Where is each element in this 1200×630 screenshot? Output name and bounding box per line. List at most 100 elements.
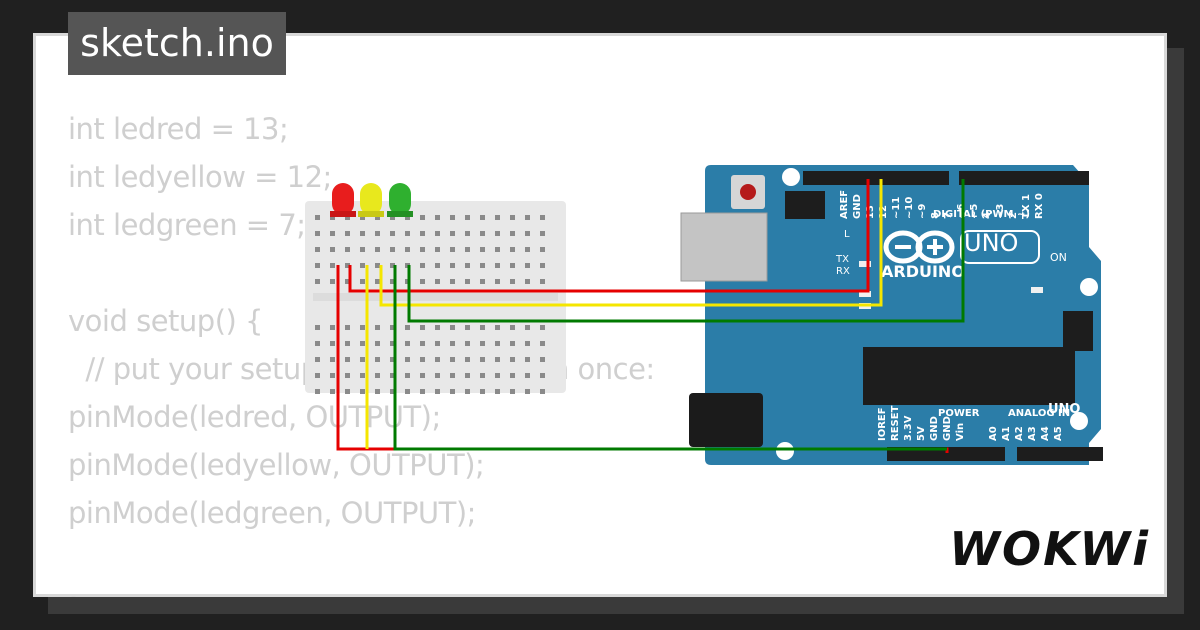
breadboard-hole <box>540 279 545 284</box>
breadboard-hole <box>510 247 515 252</box>
mount-hole <box>782 168 800 186</box>
code-line: pinMode(ledred, OUTPUT); <box>68 400 441 434</box>
breadboard-hole <box>420 357 425 362</box>
analog-label: ANALOG IN <box>1008 408 1070 419</box>
led-green <box>387 183 413 217</box>
pin-label: 12 <box>878 205 889 219</box>
pin-label: 8 <box>930 212 941 219</box>
breadboard-hole <box>480 357 485 362</box>
breadboard-hole <box>390 231 395 236</box>
pin-label: IOREF <box>877 407 888 441</box>
breadboard-hole <box>435 247 440 252</box>
breadboard-hole <box>345 389 350 394</box>
breadboard-hole <box>360 389 365 394</box>
breadboard-hole <box>330 325 335 330</box>
breadboard-hole <box>510 325 515 330</box>
breadboard-hole <box>420 279 425 284</box>
breadboard-hole <box>435 215 440 220</box>
breadboard-hole <box>345 325 350 330</box>
breadboard-hole <box>375 325 380 330</box>
breadboard-hole <box>435 373 440 378</box>
pin-label: GND <box>942 416 953 441</box>
breadboard-hole <box>480 341 485 346</box>
breadboard-hole <box>330 215 335 220</box>
code-line: int ledgreen = 7; <box>68 208 306 242</box>
breadboard-hole <box>435 263 440 268</box>
pin-label: A5 <box>1053 426 1064 441</box>
breadboard-hole <box>495 263 500 268</box>
breadboard-hole <box>420 215 425 220</box>
breadboard-hole <box>390 357 395 362</box>
breadboard-hole <box>315 325 320 330</box>
tx-label: TX <box>835 254 849 265</box>
pin-label: GND <box>929 416 940 441</box>
mount-hole <box>1080 278 1098 296</box>
breadboard-hole <box>315 357 320 362</box>
pin-label: A1 <box>1001 426 1012 441</box>
breadboard <box>305 201 566 394</box>
preview-card: int ledred = 13;int ledyellow = 12;int l… <box>33 33 1167 597</box>
tx-led <box>859 291 871 297</box>
breadboard-hole <box>465 389 470 394</box>
breadboard-hole <box>375 389 380 394</box>
breadboard-hole <box>435 389 440 394</box>
breadboard-hole <box>525 341 530 346</box>
breadboard-hole <box>315 373 320 378</box>
code-line: } <box>68 585 655 597</box>
breadboard-hole <box>360 215 365 220</box>
breadboard-hole <box>480 279 485 284</box>
breadboard-hole <box>315 279 320 284</box>
mount-hole <box>1070 412 1088 430</box>
breadboard-hole <box>345 373 350 378</box>
breadboard-hole <box>315 389 320 394</box>
l-label: L <box>844 229 850 240</box>
rx-label: RX <box>836 266 850 277</box>
breadboard-hole <box>465 247 470 252</box>
breadboard-hole <box>465 279 470 284</box>
breadboard-hole <box>420 247 425 252</box>
breadboard-hole <box>330 357 335 362</box>
breadboard-hole <box>420 389 425 394</box>
pin-label: 2 <box>1008 212 1019 219</box>
breadboard-hole <box>435 341 440 346</box>
breadboard-hole <box>345 263 350 268</box>
pin-label: 5V <box>916 426 927 441</box>
breadboard-hole <box>390 263 395 268</box>
breadboard-hole <box>405 341 410 346</box>
breadboard-hole <box>360 357 365 362</box>
breadboard-hole <box>510 263 515 268</box>
breadboard-hole <box>330 231 335 236</box>
breadboard-hole <box>405 389 410 394</box>
breadboard-hole <box>495 325 500 330</box>
breadboard-hole <box>480 325 485 330</box>
breadboard-hole <box>345 341 350 346</box>
breadboard-hole <box>315 341 320 346</box>
pin-label: ~5 <box>969 204 980 219</box>
icsp-header-top <box>785 191 825 219</box>
breadboard-hole <box>345 247 350 252</box>
breadboard-hole <box>450 341 455 346</box>
breadboard-hole <box>375 357 380 362</box>
breadboard-hole <box>390 373 395 378</box>
code-line: int ledyellow = 12; <box>68 160 332 194</box>
pin-label: 3.3V <box>903 415 914 441</box>
breadboard-hole <box>390 215 395 220</box>
atmega-chip <box>863 347 1075 405</box>
analog-header <box>1017 447 1103 461</box>
breadboard-hole <box>375 373 380 378</box>
breadboard-hole <box>345 357 350 362</box>
breadboard-hole <box>450 231 455 236</box>
power-label: POWER <box>938 408 980 419</box>
breadboard-hole <box>375 263 380 268</box>
breadboard-hole <box>435 357 440 362</box>
breadboard-hole <box>450 263 455 268</box>
breadboard-hole <box>525 279 530 284</box>
breadboard-hole <box>330 279 335 284</box>
breadboard-hole <box>330 389 335 394</box>
uno-title: UNO <box>964 229 1018 257</box>
breadboard-hole <box>495 231 500 236</box>
breadboard-hole <box>315 231 320 236</box>
pin-label: A3 <box>1027 426 1038 441</box>
breadboard-hole <box>375 231 380 236</box>
